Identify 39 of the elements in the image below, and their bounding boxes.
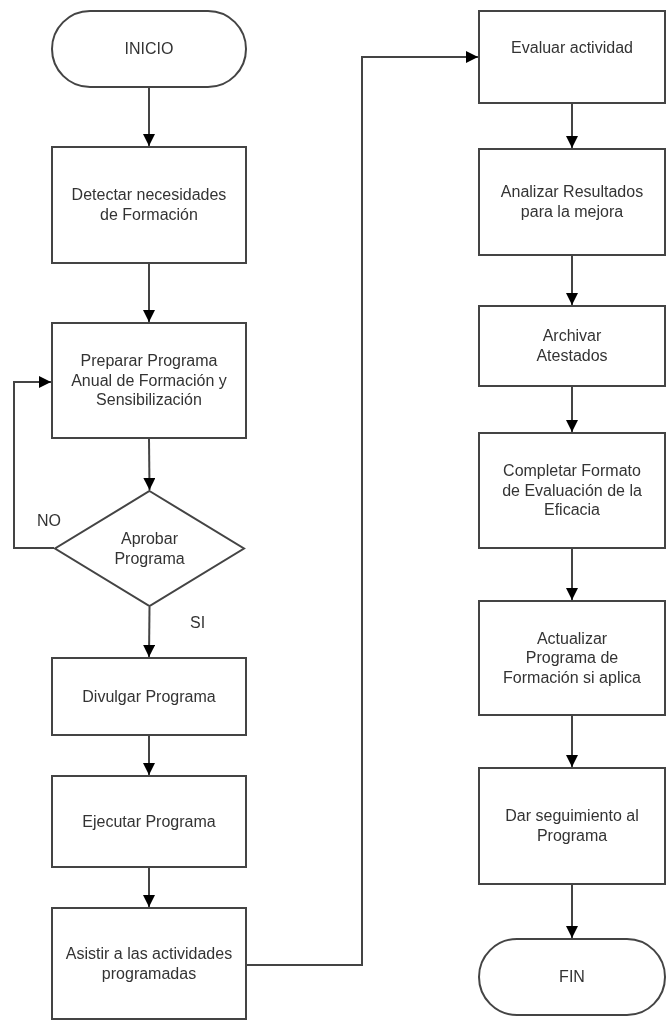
arrow (566, 715, 578, 768)
arrow (143, 867, 155, 908)
node-label: Analizar Resultados para la mejora (499, 182, 645, 222)
arrow (566, 103, 578, 149)
process-box (478, 767, 666, 885)
process-box (51, 657, 247, 736)
arrow (566, 548, 578, 601)
process-box (478, 305, 666, 387)
node-label: Detectar necesidades de Formación (70, 185, 228, 225)
node-label: Aprobar Programa (113, 529, 186, 568)
node-label: Asistir a las actividades programadas (64, 944, 234, 983)
arrow (566, 386, 578, 433)
process-box (478, 600, 666, 716)
arrow (13, 376, 55, 549)
arrow (143, 735, 155, 776)
node-label: Archivar Atestados (535, 326, 609, 366)
node-label: Ejecutar Programa (81, 811, 217, 832)
node-label: Divulgar Programa (81, 686, 217, 707)
arrow (143, 87, 155, 147)
process-box (478, 148, 666, 256)
node-label: Completar Formato de Evaluación de la Eficacia (501, 461, 643, 520)
node-label: Evaluar actividad (510, 38, 634, 58)
process-box (478, 432, 666, 549)
arrow (566, 884, 578, 939)
node-label: FIN (558, 967, 586, 987)
arrow (143, 263, 155, 323)
node-label: Actualizar Programa de Formación si aplica (502, 628, 642, 688)
arrow (246, 51, 479, 966)
node-label: Preparar Programa Anual de Formación y Sensibilización (70, 351, 228, 410)
process-box (51, 322, 247, 439)
process-box (51, 907, 247, 1020)
process-box (51, 775, 247, 868)
node-label: Dar seguimiento al Programa (504, 806, 640, 846)
arrow (143, 606, 156, 658)
process-box (51, 146, 247, 264)
node-label: INICIO (123, 39, 175, 59)
arrow (566, 255, 578, 306)
process-box (478, 10, 666, 104)
arrow (143, 438, 156, 491)
